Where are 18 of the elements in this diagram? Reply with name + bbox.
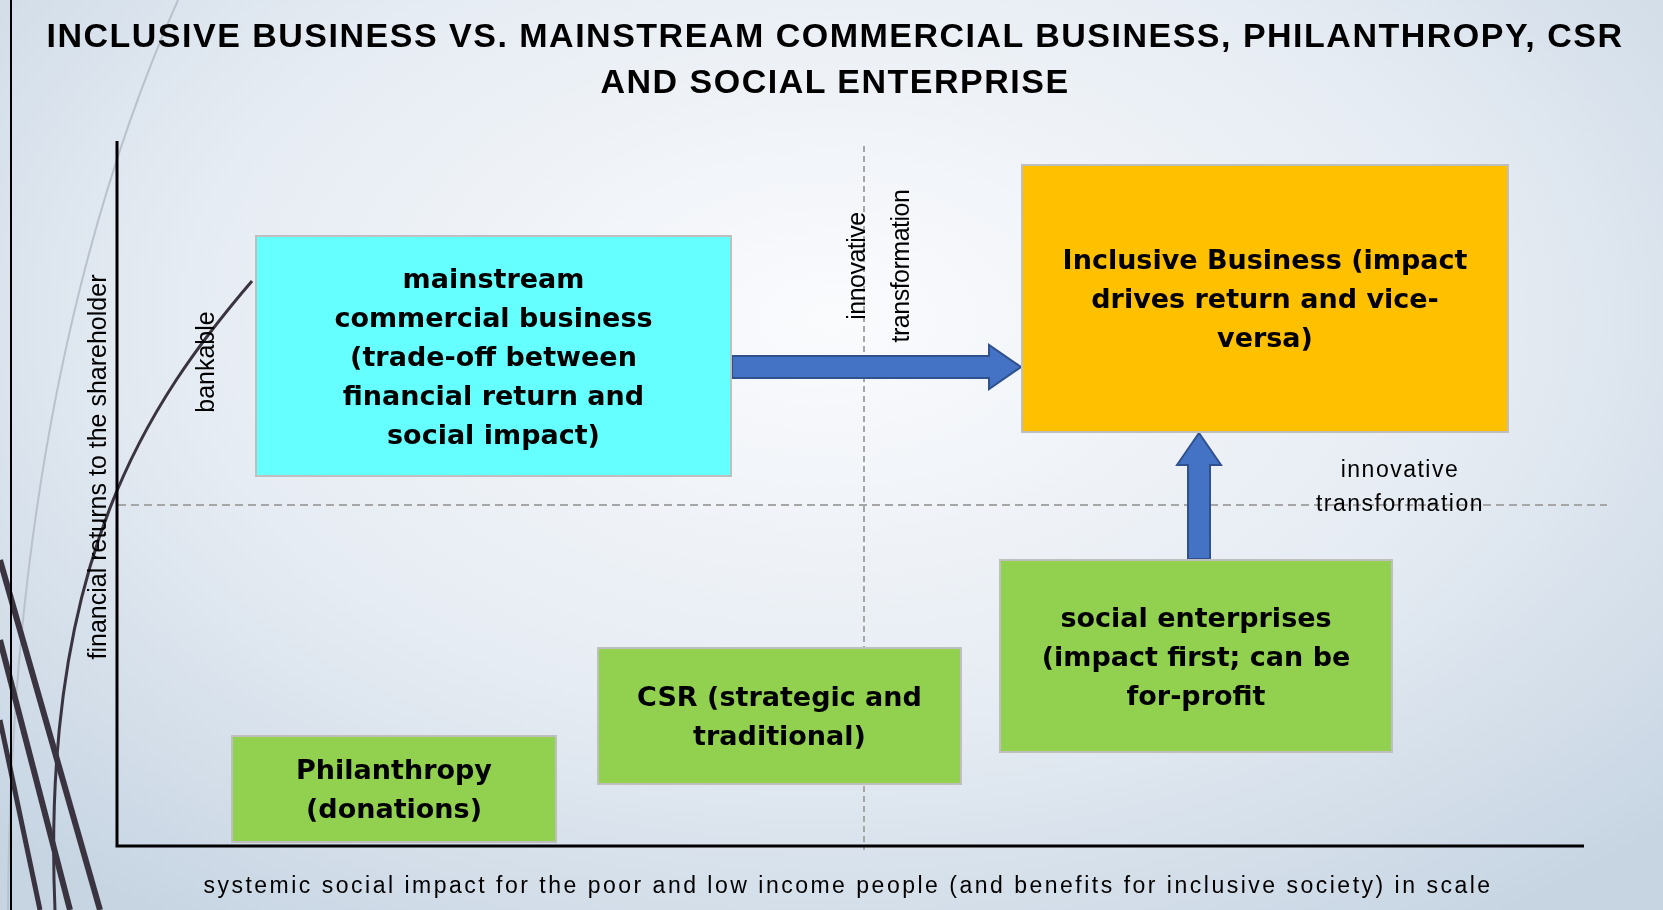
box-text: Inclusive Business (impact drives return and vice-versa) [1061,243,1469,355]
axis-label: systemic social impact for the poor and low income people (and benefits for inclusive society) in scale [202,871,1494,900]
title: INCLUSIVE BUSINESS VS. MAINSTREAM COMMERCIAL BUSINESS, PHILANTHROPY, CSR AND SOCIAL ENTERPRISE [45,15,1625,102]
box-text: mainstream commercial business (trade-off between financial return and social impact) [333,261,654,452]
transition-label: innovative transformation [841,188,915,345]
box-text: social enterprises (impact first; can be for-profit [1040,600,1352,713]
transition-label: innovative transformation [1315,455,1485,518]
category-box [597,647,962,785]
box-text: Philanthropy (donations) [295,753,493,826]
axis-label: financial returns to the shareholder [82,273,112,662]
category-box [999,559,1393,753]
quadrant-box [255,235,732,477]
block-arrow [1175,431,1223,560]
quadrant-box [1021,164,1509,433]
box-text: CSR (strategic and traditional) [636,680,923,753]
block-arrow [731,343,1023,391]
category-box [231,735,557,843]
curve-label: bankable [190,310,220,415]
